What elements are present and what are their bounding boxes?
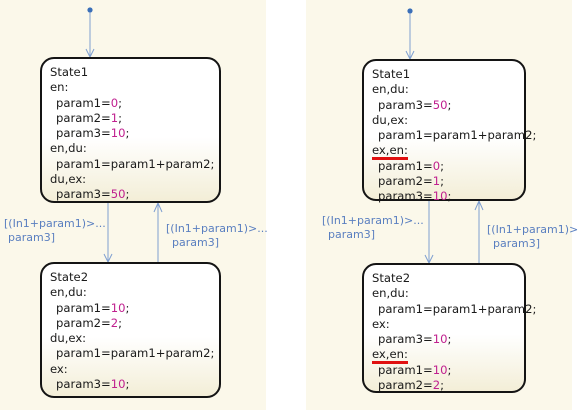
action-line: param1=param1+param2; bbox=[378, 128, 537, 143]
action-line: param3=50; bbox=[378, 97, 452, 112]
left-default-transition-dot bbox=[87, 7, 93, 13]
action-label-endu: en,du: bbox=[50, 141, 87, 156]
action-line: param3=10; bbox=[56, 377, 130, 392]
action-line: param3=10; bbox=[56, 126, 130, 141]
action-line: param1=0; bbox=[56, 95, 123, 110]
action-label-exen: ex,en: bbox=[372, 143, 516, 161]
action-line: param2=1; bbox=[378, 174, 445, 189]
action-label-duex: du,ex: bbox=[372, 112, 409, 127]
state-name: State1 bbox=[372, 67, 411, 81]
action-label-ex: ex: bbox=[372, 316, 390, 331]
left-transition-up-label[interactable]: [(In1+param1)>...param3] bbox=[166, 222, 268, 249]
action-line: param1=param1+param2; bbox=[56, 346, 215, 361]
right-state2[interactable]: State2 en,du: param1=param1+param2; ex: … bbox=[362, 263, 537, 393]
action-label-en: en: bbox=[50, 80, 69, 95]
action-label-exen: ex,en: bbox=[372, 347, 516, 365]
action-line: param3=10; bbox=[378, 189, 452, 204]
right-transition-up-label[interactable]: [(In1+param1)>param3] bbox=[487, 223, 578, 250]
action-label-duex: du,ex: bbox=[50, 331, 87, 346]
action-line: param1=10; bbox=[56, 300, 130, 315]
left-state1[interactable]: State1 en: param1=0; param2=1; param3=10… bbox=[40, 57, 221, 203]
action-line: param1=param1+param2; bbox=[378, 301, 537, 316]
action-label-duex: du,ex: bbox=[50, 172, 87, 187]
action-label-ex: ex: bbox=[50, 361, 68, 376]
right-state1[interactable]: State1 en,du: param3=50; du,ex: param1=p… bbox=[362, 59, 537, 204]
left-state2[interactable]: State2 en,du: param1=10; param2=2; du,ex… bbox=[40, 262, 221, 398]
action-line: param3=50; bbox=[56, 187, 130, 202]
right-transition-down-label[interactable]: [(In1+param1)>...param3] bbox=[322, 214, 424, 241]
right-default-transition-dot bbox=[407, 8, 413, 14]
state-name: State2 bbox=[50, 270, 89, 284]
action-line: param1=0; bbox=[378, 158, 445, 173]
state-name: State2 bbox=[372, 271, 411, 285]
action-line: param1=param1+param2; bbox=[56, 156, 215, 171]
action-line: param2=2; bbox=[56, 315, 123, 330]
highlight-exen: ex,en: bbox=[372, 347, 408, 365]
action-line: param1=10; bbox=[378, 362, 452, 377]
right-transition-up-arrow bbox=[474, 199, 484, 211]
highlight-exen: ex,en: bbox=[372, 143, 408, 161]
action-line: param3=10; bbox=[378, 332, 452, 347]
action-label-endu: en,du: bbox=[372, 286, 409, 301]
left-transition-down-label[interactable]: [(In1+param1)>...param3] bbox=[4, 217, 106, 244]
action-label-endu: en,du: bbox=[50, 285, 87, 300]
action-line: param2=1; bbox=[56, 110, 123, 125]
action-label-endu: en,du: bbox=[372, 82, 409, 97]
left-transition-up-arrow bbox=[153, 201, 163, 213]
state-name: State1 bbox=[50, 65, 89, 79]
action-line: param2=2; bbox=[378, 378, 445, 393]
